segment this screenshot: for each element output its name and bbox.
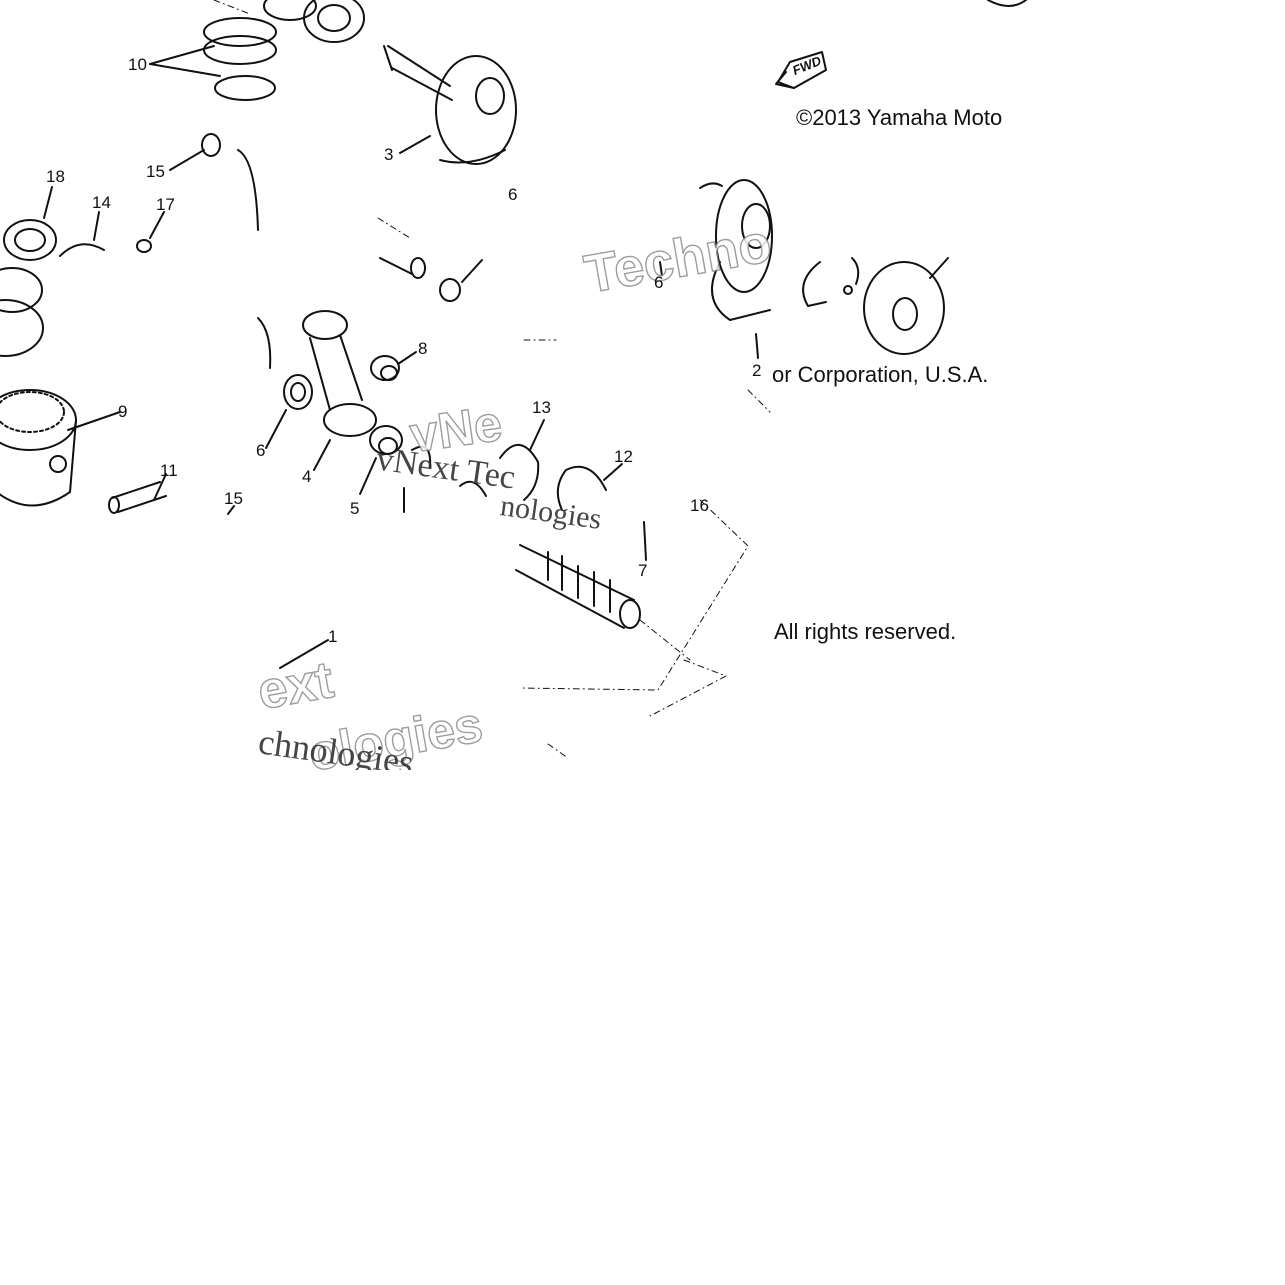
callout-6-top: 6: [508, 185, 518, 204]
blank-area-right: [1030, 0, 1285, 770]
bearing-top: [263, 0, 365, 43]
washer-12: [556, 463, 623, 511]
callout-6-right: 6: [654, 273, 664, 292]
connecting-rod-4: [302, 310, 377, 471]
callout-1: 1: [328, 627, 338, 646]
callout-5: 5: [350, 499, 360, 518]
callout-7: 7: [638, 561, 648, 580]
copyright-line-3: All rights reserved.: [774, 619, 957, 644]
leader-1: [279, 639, 329, 669]
callout-17: 17: [156, 195, 175, 214]
callout-3: 3: [384, 145, 394, 164]
copyright-line-2: or Corporation, U.S.A.: [772, 362, 989, 387]
crank-edge-left: [257, 317, 272, 369]
center-lines: [213, 0, 771, 759]
watermark-vne: vNe: [406, 394, 506, 464]
pin-17: [136, 211, 165, 253]
piston-pin-11: [108, 473, 167, 514]
callout-6-left: 6: [256, 441, 266, 460]
part-14: [59, 211, 105, 257]
callout-13: 13: [532, 398, 551, 417]
piston-9: [0, 389, 121, 507]
shaft-7: [515, 521, 647, 629]
callout-2: 2: [752, 361, 762, 380]
big-end-bearing-5: [359, 425, 403, 495]
callout-4: 4: [302, 467, 312, 486]
callout-12: 12: [614, 447, 633, 466]
watermark-ext: ext: [253, 650, 338, 722]
callout-10: 10: [128, 55, 147, 74]
blank-area-bottom: [0, 770, 1285, 1285]
washer-13: [499, 419, 545, 501]
circlip-15: [169, 133, 221, 171]
thrust-washer-6: [265, 374, 313, 449]
washer-right: [863, 257, 949, 355]
callout-15-lower: 15: [224, 489, 243, 508]
pin-circlip-upper: [379, 257, 483, 302]
callout-18: 18: [46, 167, 65, 186]
circlip-right: [802, 257, 860, 307]
top-right-edge: [987, 0, 1027, 7]
fwd-arrow-icon: [775, 51, 827, 89]
copyright-line-1: ©2013 Yamaha Moto: [796, 107, 1003, 129]
callout-9: 9: [118, 402, 128, 421]
callout-8: 8: [418, 339, 428, 358]
callout-11: 11: [160, 461, 178, 480]
leader-15b: [227, 505, 235, 515]
washer-lower: [459, 480, 487, 497]
oil-seal-18: [3, 186, 57, 261]
crank-half-2: [659, 179, 773, 359]
piston-edge: [237, 149, 259, 231]
callout-16: 16: [690, 496, 709, 515]
washer-inner: [411, 445, 432, 469]
callout-15: 15: [146, 162, 165, 181]
callout-14: 14: [92, 193, 111, 212]
small-end-bearing-8: [370, 351, 417, 381]
piston-rings-lower: [0, 267, 44, 357]
crank-half-3: [383, 45, 517, 165]
piston-rings-upper: [149, 17, 277, 101]
